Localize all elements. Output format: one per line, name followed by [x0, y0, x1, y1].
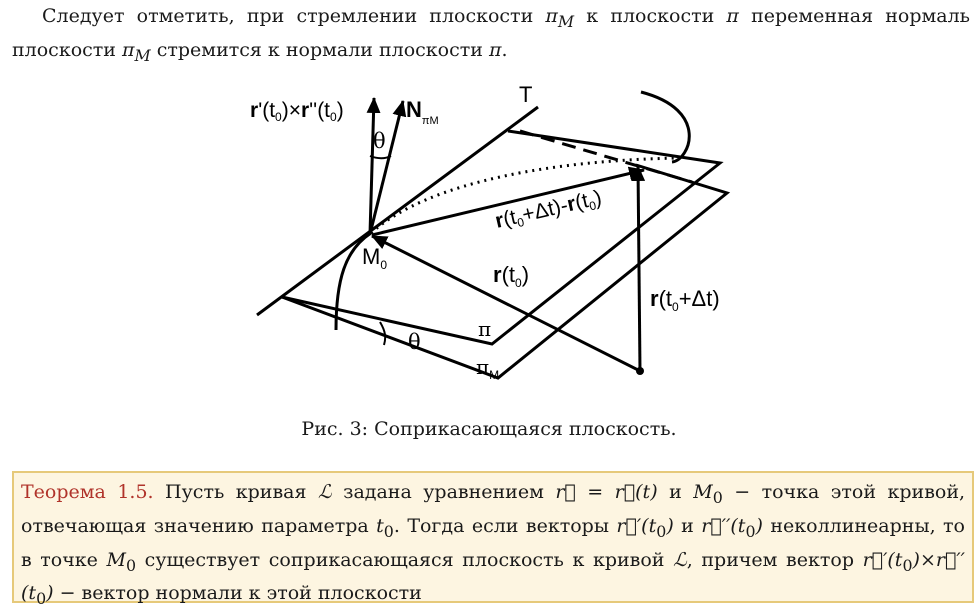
label-pi: π	[478, 317, 491, 341]
origin-point	[636, 367, 644, 375]
tangent-line	[256, 105, 539, 317]
angle-arc-top	[369, 155, 392, 160]
plane-pi-outline	[281, 129, 724, 346]
vector-difference	[371, 166, 645, 237]
dashed-line	[519, 129, 693, 184]
label-theta-top: θ	[373, 129, 386, 153]
intro-paragraph: Следует отметить, при стремлении плоскос…	[12, 5, 971, 65]
cross-product-vector	[366, 97, 381, 235]
label-r-t0: r(t0)	[493, 262, 529, 290]
label-T: T	[519, 82, 532, 107]
vector-r-t0-dt	[631, 165, 646, 372]
theorem-heading: Теорема 1.5.	[21, 481, 154, 503]
curve-L-upper	[640, 90, 691, 164]
vector-r-t0	[371, 234, 641, 373]
theorem-box: Теорема 1.5. Пусть кривая ℒ задана уравн…	[12, 471, 974, 608]
label-piM: πM	[476, 355, 499, 382]
osculating-plane-figure: r'(t0)×r''(t0) NπM θ T r(t0+Δt)-r(t0) M0…	[250, 82, 731, 382]
label-cross-product: r'(t0)×r''(t0)	[250, 99, 344, 124]
normal-vector-N	[368, 100, 407, 235]
angle-arc-bottom	[379, 321, 387, 346]
label-normal-N: NπM	[406, 97, 439, 127]
label-r-t0-dt: r(t0+Δt)	[650, 286, 720, 314]
curve-L	[334, 231, 372, 331]
figure-caption: Рис. 3: Соприкасающаяся плоскость.	[301, 418, 677, 440]
label-theta-bottom: θ	[408, 330, 421, 354]
plane-piM-outline	[281, 163, 731, 380]
label-M0: M0	[362, 244, 387, 272]
